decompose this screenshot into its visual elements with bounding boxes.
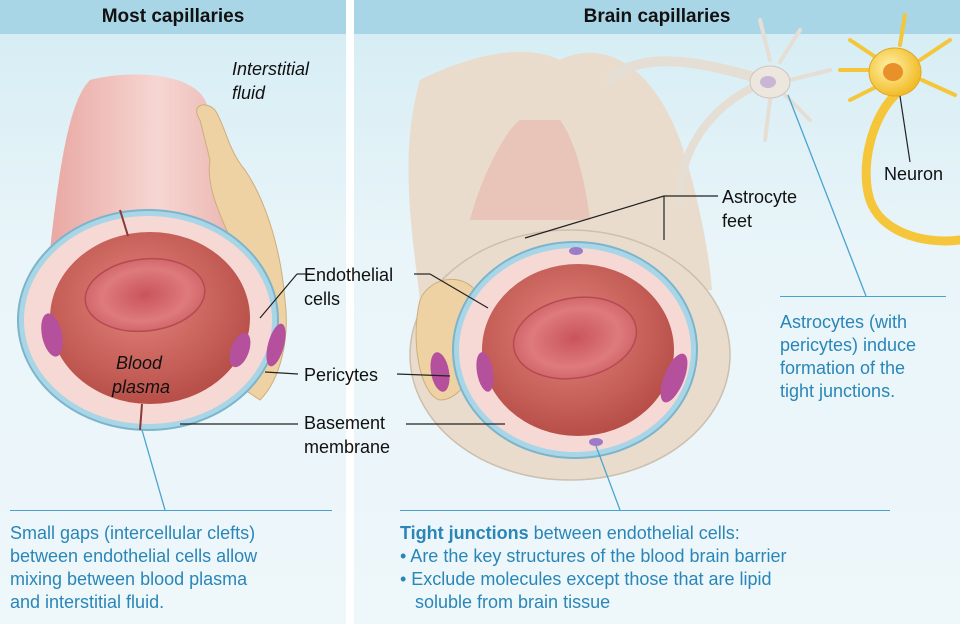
left-pericyte-nucleus-3	[266, 323, 286, 367]
panel-divider	[346, 0, 354, 624]
label-astrocyte-feet-line2: feet	[722, 211, 753, 231]
right-pericyte-nucleus-3	[660, 353, 688, 403]
label-basement-membrane-line2: membrane	[304, 437, 391, 457]
caption-right-title-bold: Tight junctions	[400, 523, 529, 543]
left-pericyte-nucleus-2	[229, 332, 251, 368]
caption-pointers	[141, 94, 867, 511]
rule-right-caption	[400, 510, 890, 511]
astrocyte-cell	[605, 18, 832, 204]
label-endothelial-cells-line2: cells	[304, 289, 341, 309]
tight-junction-top	[569, 247, 583, 255]
rule-astrocytes-caption	[780, 296, 946, 297]
caption-left: Small gaps (intercellular clefts) betwee…	[10, 522, 257, 614]
caption-left-line2: between endothelial cells allow	[10, 546, 258, 566]
left-red-blood-cell	[84, 257, 206, 333]
caption-right-bullet-1: • Are the key structures of the blood br…	[400, 546, 787, 566]
caption-right: Tight junctions between endothelial cell…	[400, 522, 787, 614]
caption-right-title-rest: between endothelial cells:	[528, 523, 740, 543]
label-interstitial-fluid-line1: Interstitial	[232, 59, 310, 79]
caption-left-line4: and interstitial fluid.	[10, 592, 165, 612]
caption-left-line1: Small gaps (intercellular clefts)	[10, 523, 256, 543]
label-endothelial-cells-line1: Endothelial	[304, 265, 394, 285]
caption-astrocytes-line1: Astrocytes (with	[780, 312, 908, 332]
label-blood-plasma-line1: Blood	[116, 353, 163, 373]
label-pericytes: Pericytes	[304, 365, 379, 385]
label-basement-membrane-line1: Basement	[304, 413, 386, 433]
caption-right-bullet-2-cont: soluble from brain tissue	[400, 592, 611, 612]
tight-junction-bottom	[589, 438, 603, 446]
label-neuron: Neuron	[884, 164, 944, 184]
caption-astrocytes-line4: tight junctions.	[780, 381, 896, 401]
left-pericyte-nucleus-1	[41, 313, 63, 357]
caption-right-bullet-2: • Exclude molecules except those that ar…	[400, 569, 772, 589]
leader-lines	[180, 95, 911, 425]
right-pericyte-nucleus-2	[476, 352, 494, 392]
right-red-blood-cell	[512, 296, 638, 380]
caption-astrocytes-line2: pericytes) induce	[780, 335, 917, 355]
label-astrocyte-feet-line1: Astrocyte	[722, 187, 798, 207]
left-capillary	[17, 74, 287, 431]
caption-left-line3: mixing between blood plasma	[10, 569, 248, 589]
caption-astrocytes: Astrocytes (with pericytes) induce forma…	[780, 311, 916, 403]
right-pericyte-nucleus-1	[430, 352, 450, 392]
neuron-cell	[838, 13, 960, 246]
caption-astrocytes-line3: formation of the	[780, 358, 906, 378]
label-interstitial-fluid-line2: fluid	[232, 83, 266, 103]
header-most-capillaries: Most capillaries	[0, 0, 346, 34]
right-capillary	[408, 51, 731, 481]
header-brain-capillaries: Brain capillaries	[354, 0, 960, 34]
label-blood-plasma-line2: plasma	[112, 377, 171, 397]
rule-left-caption	[10, 510, 332, 511]
caption-right-title: Tight junctions between endothelial cell…	[400, 522, 787, 545]
